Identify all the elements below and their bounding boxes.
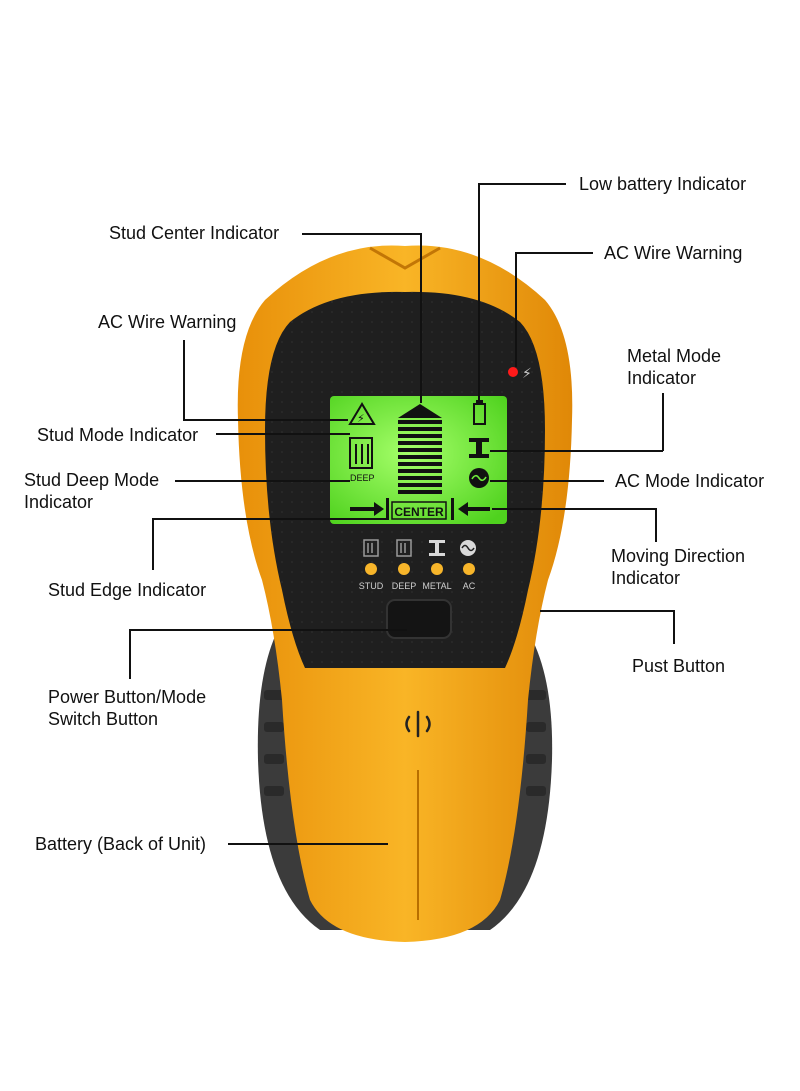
leader-ac-left-h — [183, 419, 348, 421]
callout-stud-mode: Stud Mode Indicator — [37, 425, 199, 445]
callout-stud-edge: Stud Edge Indicator — [48, 580, 207, 600]
ac-warning-led — [508, 367, 518, 377]
callout-ac-mode: AC Mode Indicator — [615, 471, 765, 491]
callout-stud-center: Stud Center Indicator — [109, 223, 280, 243]
leader-power-v — [129, 629, 131, 679]
mode-label-deep: DEEP — [392, 581, 417, 591]
callout-stud-deep: Stud Deep Mode Indicator — [24, 469, 159, 513]
mode-label-stud: STUD — [359, 581, 384, 591]
callout-power-button: Power Button/Mode Switch Button — [48, 686, 206, 730]
leader-push-h — [540, 610, 674, 612]
leader-stud-deep-h — [175, 480, 350, 482]
leader-stud-center-v — [420, 233, 422, 403]
lcd-low-battery-icon — [473, 400, 486, 425]
leader-stud-mode-h — [216, 433, 350, 435]
leader-moving-dir-h — [492, 508, 656, 510]
lcd-right-edge-bar — [451, 498, 454, 520]
leader-power-h — [129, 629, 407, 631]
leader-metal-h — [490, 450, 663, 452]
leader-low-battery-h — [478, 183, 566, 185]
callout-metal-mode-line1: Metal Mode — [627, 346, 722, 366]
mode-icon-deep — [396, 539, 412, 557]
leader-ac-mode-h — [490, 480, 604, 482]
leader-moving-dir-v — [655, 508, 657, 542]
lcd-left-arrow-icon — [350, 502, 384, 516]
svg-text:⚡: ⚡ — [522, 366, 532, 382]
leader-battery-h — [228, 843, 388, 845]
leader-metal-v — [662, 393, 664, 451]
callout-metal-mode: Metal Mode Indicator — [627, 345, 721, 389]
leader-push-v — [673, 610, 675, 644]
lcd-metal-icon — [469, 438, 489, 458]
lcd-ac-mode-icon — [469, 468, 489, 488]
leader-stud-edge-v — [152, 518, 154, 570]
lcd-ac-warning-icon: ⚡ — [348, 402, 376, 425]
leader-stud-edge-h — [152, 518, 387, 520]
mode-label-ac: AC — [463, 581, 476, 591]
mode-icon-stud — [363, 539, 379, 557]
power-mode-button[interactable] — [386, 599, 452, 639]
lcd-stud-mode-icon — [349, 437, 373, 469]
mode-label-metal: METAL — [422, 581, 451, 591]
leader-stud-center-h — [302, 233, 420, 235]
lcd-left-edge-bar — [386, 498, 389, 520]
mode-led-ac — [463, 563, 475, 575]
lcd-screen — [330, 396, 507, 524]
callout-ac-wire-warning-right: AC Wire Warning — [604, 243, 743, 263]
leader-ac-right-v — [515, 252, 517, 367]
callout-stud-deep-line2: Indicator — [24, 492, 94, 512]
callout-stud-deep-line1: Stud Deep Mode — [24, 470, 160, 490]
mode-icon-ac — [460, 540, 476, 556]
callout-push-button: Pust Button — [632, 656, 726, 676]
callout-moving-direction-line2: Indicator — [611, 568, 681, 588]
lcd-right-arrow-icon — [458, 502, 490, 516]
callout-battery: Battery (Back of Unit) — [35, 834, 207, 854]
callout-power-button-line1: Power Button/Mode — [48, 687, 207, 707]
leader-low-battery-v — [478, 183, 480, 401]
callout-power-button-line2: Switch Button — [48, 709, 159, 729]
leader-ac-left-v — [183, 340, 185, 420]
svg-text:⚡: ⚡ — [357, 412, 365, 425]
mode-led-metal — [431, 563, 443, 575]
lcd-center-label: CENTER — [394, 505, 444, 519]
callout-low-battery: Low battery Indicator — [579, 174, 747, 194]
callout-moving-direction-line1: Moving Direction — [611, 546, 746, 566]
callout-ac-wire-warning-left: AC Wire Warning — [98, 312, 237, 332]
lcd-stud-center-graph — [398, 404, 442, 494]
mode-icon-metal — [429, 540, 445, 556]
speaker-grille — [405, 710, 431, 738]
callout-metal-mode-line2: Indicator — [627, 368, 697, 388]
leader-ac-right-h — [515, 252, 593, 254]
mode-led-deep — [398, 563, 410, 575]
callout-moving-direction: Moving Direction Indicator — [611, 545, 745, 589]
lcd-deep-label: DEEP — [350, 473, 375, 483]
mode-led-stud — [365, 563, 377, 575]
